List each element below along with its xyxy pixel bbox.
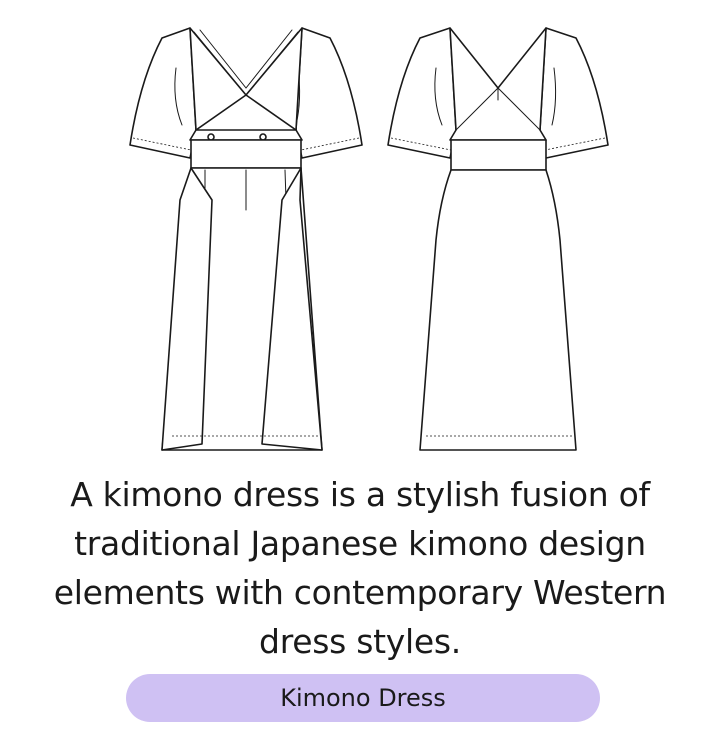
- description-text: A kimono dress is a stylish fusion of tr…: [53, 475, 667, 661]
- kimono-dress-illustration: [129, 27, 609, 451]
- label-text: Kimono Dress: [280, 684, 446, 712]
- dress-back-view: [387, 27, 609, 451]
- label-badge: Kimono Dress: [126, 674, 600, 722]
- dress-front-view: [129, 27, 363, 451]
